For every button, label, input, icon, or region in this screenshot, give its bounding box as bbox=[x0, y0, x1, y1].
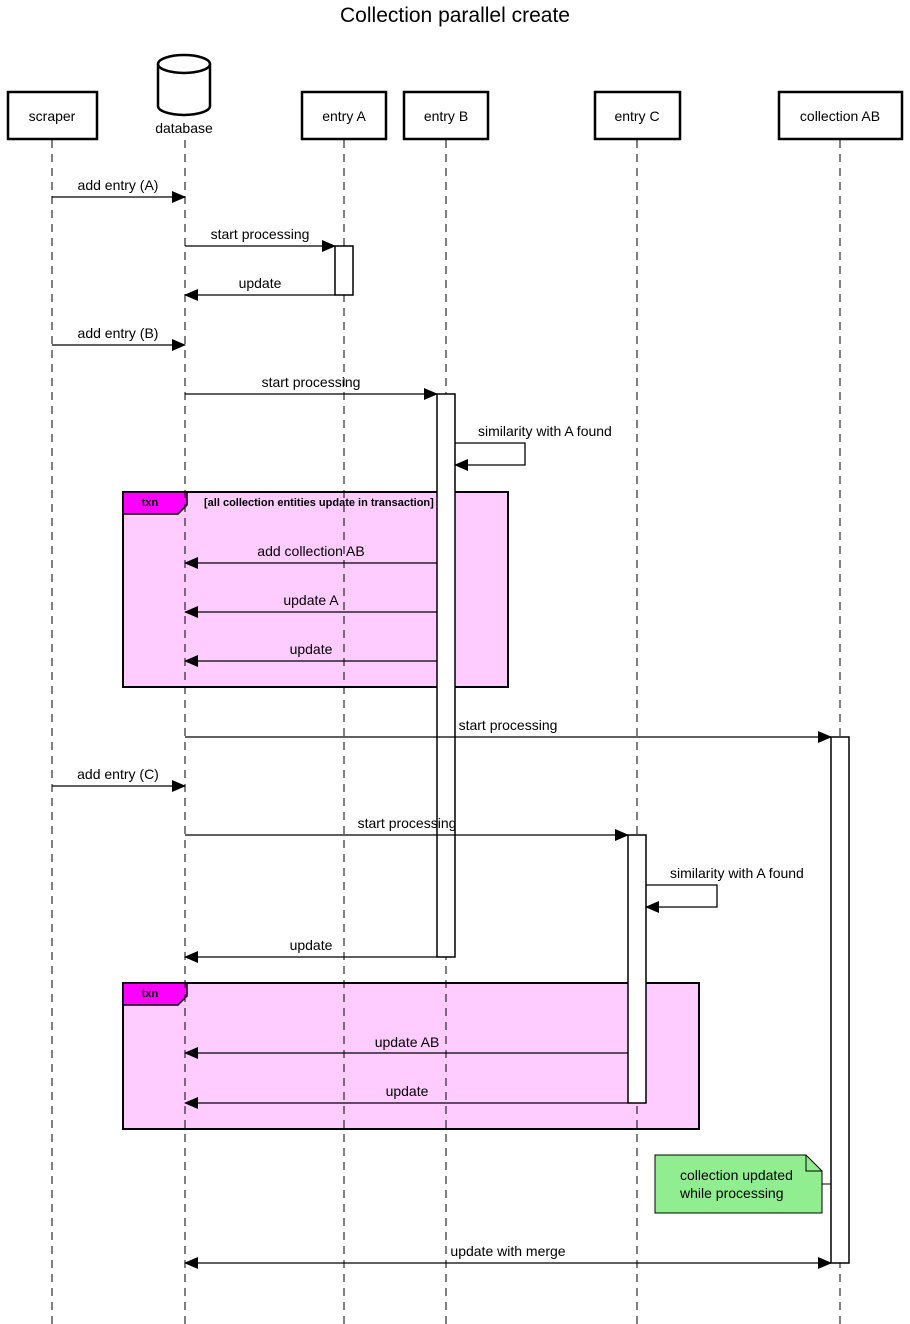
message-label: start processing bbox=[262, 374, 361, 390]
message-similarity-c: similarity with A found bbox=[645, 865, 804, 913]
message-add-entry-c: add entry (C) bbox=[52, 766, 186, 792]
message-add-entry-a: add entry (A) bbox=[52, 177, 186, 203]
message-label: start processing bbox=[459, 717, 558, 733]
message-update-a: update bbox=[184, 275, 335, 301]
message-label: add entry (A) bbox=[78, 177, 159, 193]
messages: add entry (A) start processing update ad… bbox=[52, 177, 832, 1269]
message-label: update AB bbox=[375, 1034, 440, 1050]
participant-entry-c: entry C bbox=[593, 90, 682, 141]
participant-entry-b: entry B bbox=[402, 90, 490, 141]
message-update-b-2: update bbox=[184, 937, 437, 963]
message-update-ab: update AB bbox=[184, 1034, 628, 1059]
message-label: similarity with A found bbox=[478, 423, 612, 439]
participant-label: scraper bbox=[29, 108, 76, 124]
participant-database: database bbox=[155, 53, 213, 136]
message-similarity-b: similarity with A found bbox=[454, 423, 612, 471]
message-label: start processing bbox=[211, 226, 310, 242]
message-label: add entry (B) bbox=[78, 325, 159, 341]
participant-label: database bbox=[155, 120, 213, 136]
participant-label: entry C bbox=[614, 108, 659, 124]
message-update-with-merge: update with merge bbox=[184, 1243, 832, 1269]
participant-label: entry B bbox=[424, 108, 468, 124]
message-label: update bbox=[290, 937, 333, 953]
note-line-2: while processing bbox=[679, 1185, 784, 1201]
participant-label: entry A bbox=[322, 108, 366, 124]
group-txn-2: txn bbox=[122, 982, 700, 1130]
message-label: similarity with A found bbox=[670, 865, 804, 881]
participant-entry-a: entry A bbox=[300, 90, 388, 141]
participant-scraper: scraper bbox=[6, 90, 99, 141]
activation-entry-a bbox=[334, 245, 354, 296]
participant-label: collection AB bbox=[800, 108, 880, 124]
activation-entry-c bbox=[627, 834, 647, 1104]
note-line-1: collection updated bbox=[680, 1167, 793, 1183]
group-condition: [all collection entities update in trans… bbox=[204, 497, 434, 509]
message-update-c: update bbox=[184, 1083, 628, 1109]
message-label: update bbox=[386, 1083, 429, 1099]
message-label: add collection AB bbox=[257, 543, 364, 559]
message-label: update with merge bbox=[450, 1243, 565, 1259]
group-tag: txn bbox=[142, 988, 159, 1000]
database-icon-top bbox=[156, 53, 212, 75]
note-collection-updated: collection updated while processing bbox=[654, 1154, 831, 1214]
message-label: update bbox=[290, 641, 333, 657]
group-tag: txn bbox=[142, 497, 159, 509]
activation-entry-b bbox=[436, 393, 456, 958]
group-tag-shape bbox=[122, 982, 188, 1006]
message-start-processing-a: start processing bbox=[185, 226, 336, 252]
message-label: add entry (C) bbox=[77, 766, 159, 782]
activation-collection-ab bbox=[830, 736, 850, 1264]
message-add-collection-ab: add collection AB bbox=[184, 543, 437, 569]
activations bbox=[334, 245, 850, 1264]
message-update-b-1: update bbox=[184, 641, 437, 667]
message-start-processing-ab: start processing bbox=[185, 717, 832, 743]
note-fold bbox=[805, 1155, 822, 1172]
participants: scraper database entry A entry B entry C… bbox=[6, 53, 904, 141]
group-tag-shape bbox=[122, 491, 188, 515]
message-update-a-from-b: update A bbox=[184, 592, 437, 618]
message-start-processing-b: start processing bbox=[185, 374, 438, 400]
database-icon bbox=[156, 64, 212, 117]
message-label: update A bbox=[283, 592, 339, 608]
message-add-entry-b: add entry (B) bbox=[52, 325, 186, 351]
message-start-processing-c: start processing bbox=[185, 815, 629, 841]
participant-collection-ab: collection AB bbox=[777, 90, 904, 141]
diagram-title: Collection parallel create bbox=[340, 4, 570, 27]
message-label: update bbox=[239, 275, 282, 291]
message-label: start processing bbox=[358, 815, 457, 831]
